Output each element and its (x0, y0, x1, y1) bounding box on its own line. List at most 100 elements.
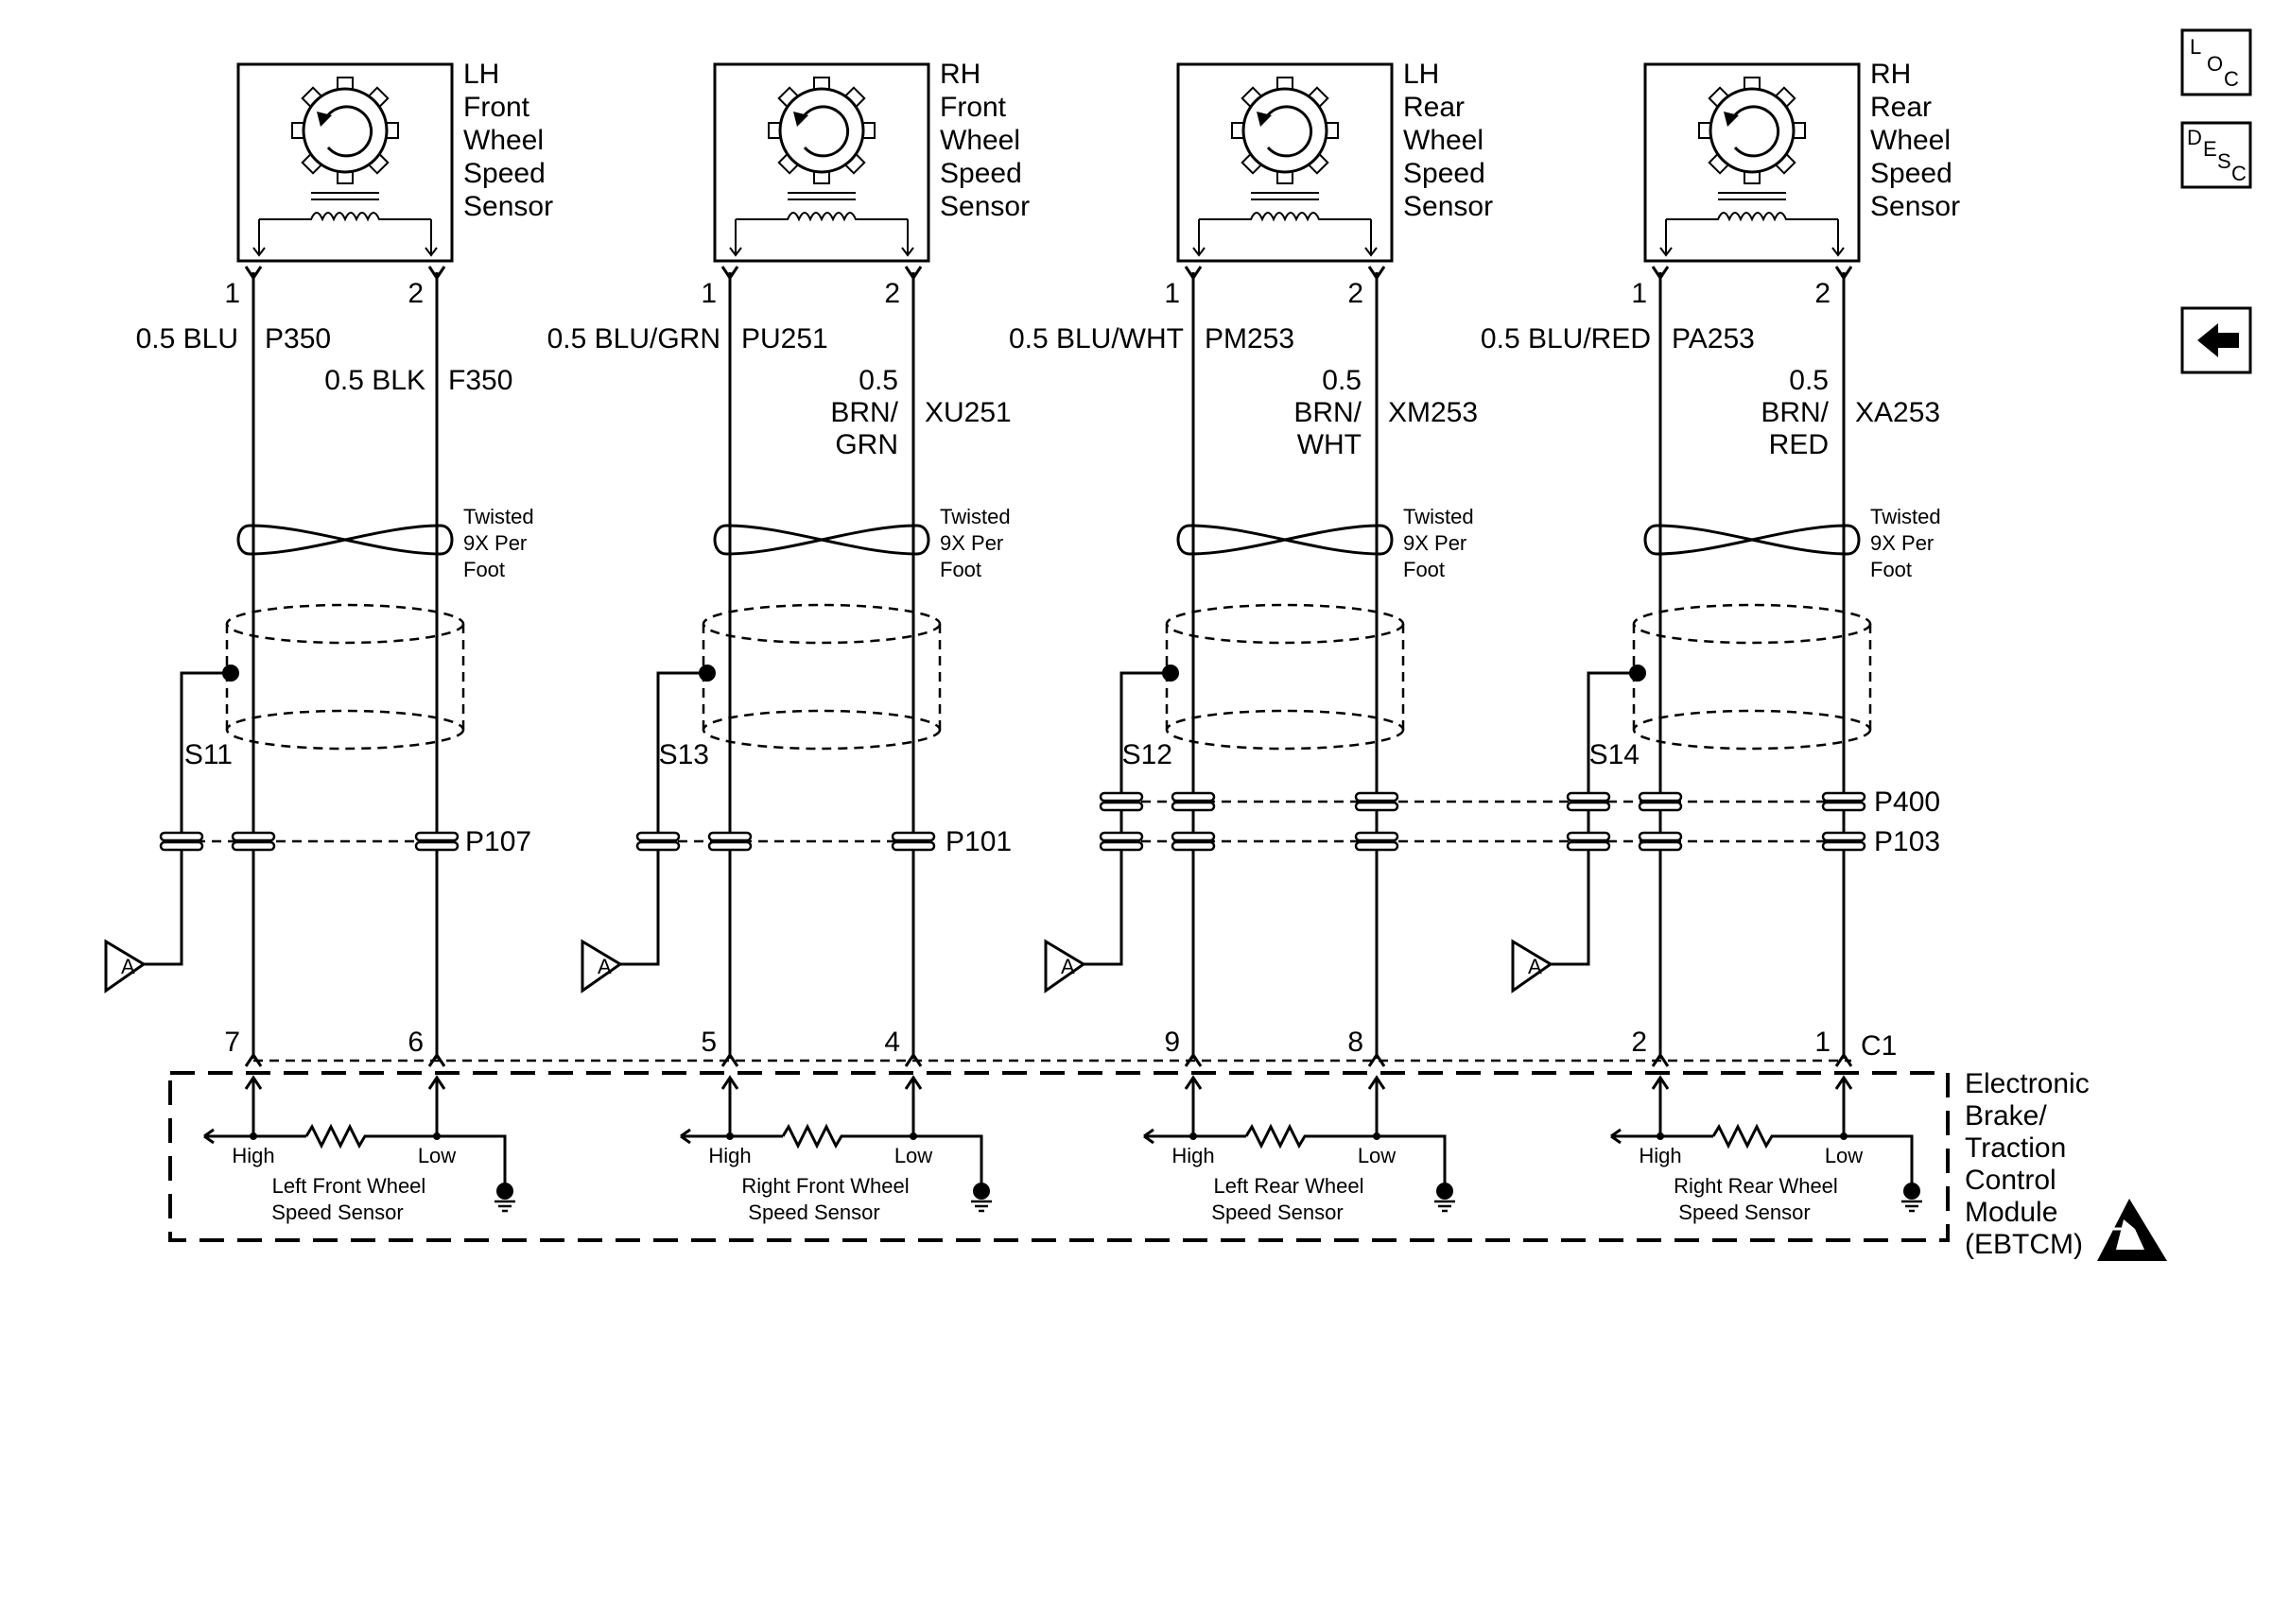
svg-text:Electronic: Electronic (1965, 1068, 2090, 1099)
splice-label: S11 (184, 739, 233, 770)
connector-icon (1566, 791, 1611, 812)
wire-color-label: 0.5 (1322, 365, 1362, 396)
back-button[interactable] (2180, 306, 2252, 374)
ground-reference-label: A (121, 955, 135, 978)
module-pin-number: 9 (1164, 1027, 1180, 1058)
desc-letter: C (2231, 162, 2247, 185)
module-pin-number: 8 (1347, 1027, 1363, 1058)
wheel-sensor-icon (729, 77, 914, 257)
connector-icon (1099, 831, 1144, 852)
ground-reference-icon: A (1511, 939, 1553, 993)
twist-label: Twisted (940, 505, 1011, 528)
pin-number: 1 (1631, 278, 1647, 309)
sensor-name-line: LH (463, 59, 499, 90)
sensor-name-line: RH (940, 59, 980, 90)
module-channel-label: Right Front Wheel (741, 1174, 909, 1198)
module-input-circuit (1143, 1075, 1457, 1213)
wire-color-label: 0.5 BLU (136, 323, 238, 354)
sensor-name-line: Wheel (1403, 125, 1484, 156)
sensor-name-line: Speed (463, 158, 546, 189)
connector-icon (1821, 791, 1866, 812)
module-channel-label: Left Rear Wheel (1214, 1174, 1364, 1198)
wire-color-label: BRN/ (1761, 397, 1829, 428)
svg-text:Traction: Traction (1965, 1132, 2066, 1164)
module-pin-number: 6 (408, 1027, 424, 1058)
module-pin-number: 1 (1814, 1027, 1831, 1058)
sensor-name-line: Sensor (1870, 191, 1960, 222)
twisted-pair-icon (1643, 524, 1861, 556)
pin-number: 1 (701, 278, 717, 309)
sensor-box (1176, 62, 1394, 263)
module-channel-label: Left Front Wheel (272, 1174, 426, 1198)
splice-label: S13 (659, 739, 709, 770)
sensor-name-line: Wheel (463, 125, 544, 156)
desc-button[interactable]: D E S C (2180, 121, 2252, 189)
twist-label: Twisted (463, 505, 534, 528)
module-low-label: Low (894, 1144, 932, 1167)
connector-icon (1566, 831, 1611, 852)
shield-icon (702, 603, 942, 751)
pin-number: 1 (224, 278, 240, 309)
module-high-label: High (1171, 1144, 1214, 1167)
twist-label: Twisted (1870, 505, 1941, 528)
wire-color-label: BRN/ (1293, 397, 1362, 428)
circuit-label: PA253 (1672, 323, 1755, 354)
circuit-label: XU251 (925, 397, 1012, 428)
wire-color-label: 0.5 (859, 365, 898, 396)
wire-color-label: 0.5 BLK (324, 365, 425, 396)
svg-text:(EBTCM): (EBTCM) (1965, 1229, 2083, 1260)
twist-label: 9X Per (940, 531, 1003, 555)
ground-reference-icon: A (104, 939, 147, 993)
twisted-pair-icon (713, 524, 930, 556)
wheel-sensor-icon (1192, 77, 1378, 257)
twisted-pair-icon (1176, 524, 1394, 556)
connector-icon (635, 831, 681, 852)
ground-reference-icon: A (581, 939, 623, 993)
sensor-name-line: Sensor (463, 191, 553, 222)
wheel-sensor-icon (1659, 77, 1845, 257)
loc-button[interactable]: L O C (2180, 28, 2252, 96)
connector-icon (1821, 831, 1866, 852)
pin-number: 2 (1814, 278, 1831, 309)
wire-color-label: 0.5 BLU/GRN (547, 323, 720, 354)
splice-label: S14 (1589, 739, 1640, 770)
sensor-name-line: RH (1870, 59, 1911, 90)
twist-label: Foot (1403, 558, 1445, 581)
pin-number: 2 (408, 278, 424, 309)
circuit-label: PU251 (741, 323, 828, 354)
svg-text:Control: Control (1965, 1165, 2056, 1196)
sensor-box (236, 62, 454, 263)
shield-icon (225, 603, 465, 751)
module-channel-label: Speed Sensor (1678, 1201, 1810, 1224)
module-name: Electronic Brake/ Traction Control Modul… (1965, 1068, 2090, 1260)
ground-reference-label: A (1061, 955, 1075, 978)
desc-letter: S (2217, 149, 2231, 173)
module-low-label: Low (1825, 1144, 1863, 1167)
connector-label: P107 (465, 826, 531, 857)
twist-label: 9X Per (463, 531, 527, 555)
module-input-circuit (680, 1075, 994, 1213)
loc-letter: O (2207, 52, 2223, 76)
desc-letter: E (2203, 137, 2217, 161)
loc-letter: C (2224, 67, 2239, 91)
module-channel-label: Speed Sensor (1211, 1201, 1343, 1224)
shield-icon (1165, 603, 1405, 751)
wire-color-label: GRN (835, 429, 898, 460)
wire-color-label: 0.5 BLU/WHT (1009, 323, 1184, 354)
circuit-label: XA253 (1855, 397, 1940, 428)
module-input-circuit (203, 1075, 517, 1213)
wire-color-label: 0.5 BLU/RED (1481, 323, 1651, 354)
twisted-pair-icon (236, 524, 454, 556)
ground-reference-label: A (598, 955, 612, 978)
sensor-name-line: Wheel (1870, 125, 1951, 156)
ground-reference-icon: A (1044, 939, 1086, 993)
left-arrow-icon (2197, 323, 2239, 357)
wire-color-label: WHT (1297, 429, 1362, 460)
wire-color-label: RED (1769, 429, 1829, 460)
module-input-circuit (1610, 1075, 1924, 1213)
module-low-label: Low (418, 1144, 456, 1167)
